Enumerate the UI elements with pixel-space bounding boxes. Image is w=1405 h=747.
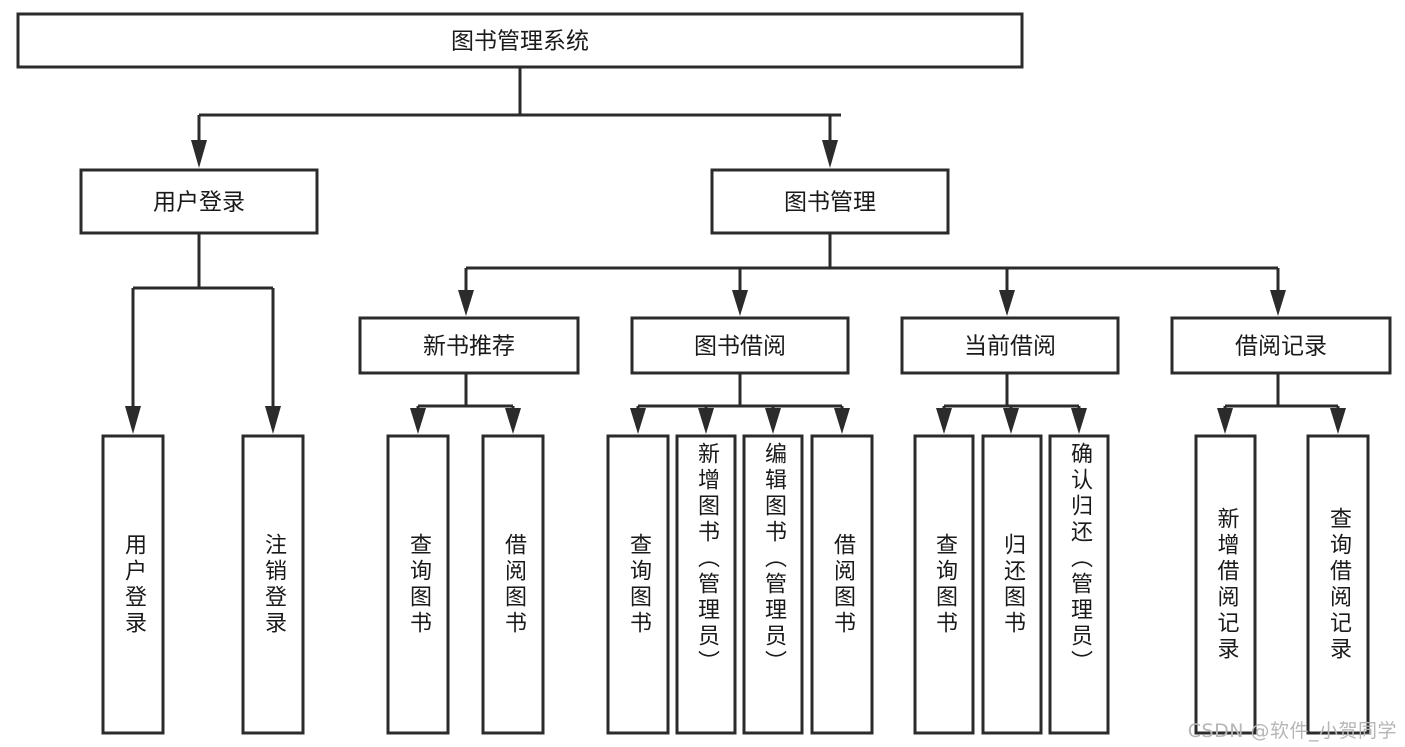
csdn-watermark: CSDN @软件_小贺同学 (1187, 720, 1397, 742)
node-borrow-record[interactable]: 借阅记录 (1170, 316, 1392, 375)
connector-currentborrow-to-leaves (936, 373, 1087, 434)
leaf-box-newbook-0[interactable] (386, 434, 450, 735)
node-new-book-recommend-label: 新书推荐 (423, 334, 515, 360)
leaf-box-borrowrecord-1[interactable] (1306, 434, 1370, 735)
node-book-management[interactable]: 图书管理 (710, 168, 950, 235)
node-new-book-recommend[interactable]: 新书推荐 (358, 316, 580, 375)
leaf-box-borrowrecord-0[interactable] (1194, 434, 1257, 735)
leaf-box-currentborrow-1[interactable] (981, 434, 1043, 735)
leaf-box-currentborrow-0[interactable] (913, 434, 975, 735)
leaf-box-bookborrow-1[interactable] (675, 434, 737, 735)
leaf-box-currentborrow-2[interactable] (1048, 434, 1110, 735)
connector-newbook-to-leaves (410, 373, 521, 434)
node-user-login-label: 用户登录 (153, 190, 245, 216)
leaf-box-newbook-1[interactable] (481, 434, 545, 735)
leaf-box-bookborrow-2[interactable] (742, 434, 804, 735)
leaf-box-user-login-0[interactable] (101, 434, 165, 735)
leaf-box-user-login-1[interactable] (241, 434, 305, 735)
node-root-system[interactable]: 图书管理系统 (16, 12, 1024, 69)
node-book-management-label: 图书管理 (784, 190, 876, 216)
node-root-label: 图书管理系统 (451, 29, 589, 55)
node-current-borrow[interactable]: 当前借阅 (900, 316, 1120, 375)
connector-bookmgmt-to-level3 (458, 233, 1286, 316)
node-current-borrow-label: 当前借阅 (964, 334, 1056, 360)
connector-userlogin-to-leaves (125, 233, 281, 434)
leaf-box-bookborrow-0[interactable] (606, 434, 670, 735)
leaf-box-bookborrow-3[interactable] (810, 434, 874, 735)
connector-borrowrecord-to-leaves (1217, 373, 1346, 434)
connector-root-to-level2 (191, 67, 841, 168)
node-book-borrow[interactable]: 图书借阅 (630, 316, 850, 375)
node-book-borrow-label: 图书借阅 (694, 334, 786, 360)
connector-bookborrow-to-leaves (630, 373, 850, 434)
node-user-login[interactable]: 用户登录 (79, 168, 319, 235)
node-borrow-record-label: 借阅记录 (1235, 334, 1327, 360)
